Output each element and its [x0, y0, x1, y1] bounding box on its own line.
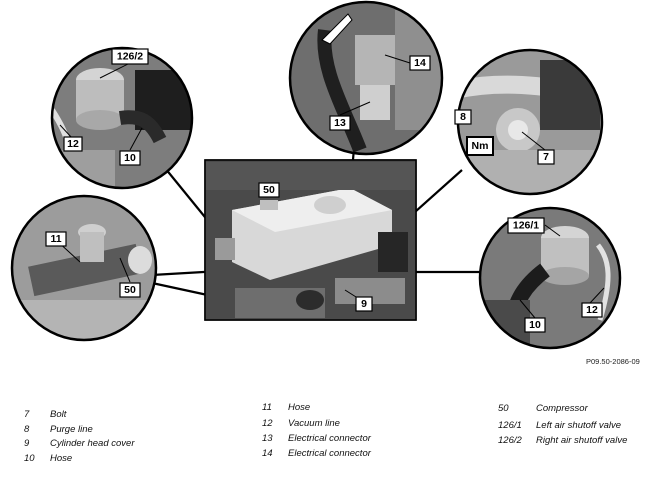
callout-126-1: 126/1	[507, 217, 561, 237]
svg-text:Nm: Nm	[472, 140, 489, 152]
callout-9: 9	[344, 289, 373, 312]
svg-text:10: 10	[124, 152, 136, 164]
svg-text:126/1: 126/1	[513, 220, 539, 232]
svg-text:126/2: 126/2	[117, 51, 143, 63]
callout-12-b: 12	[581, 287, 605, 318]
svg-text:12: 12	[67, 138, 79, 150]
callout-nm: Nm	[466, 136, 494, 156]
callout-126-2: 126/2	[99, 48, 149, 79]
callout-8: 8	[454, 109, 472, 125]
callout-11: 11	[45, 231, 81, 263]
svg-text:11: 11	[50, 233, 61, 245]
callout-50-b: 50	[119, 257, 141, 298]
svg-text:13: 13	[334, 117, 346, 129]
detail-circle-connectors	[288, 0, 444, 156]
svg-text:7: 7	[543, 151, 549, 163]
svg-text:50: 50	[124, 284, 136, 296]
callout-10-b: 10	[519, 299, 546, 333]
svg-text:12: 12	[586, 304, 598, 316]
detail-circle-right-air-valve	[50, 46, 194, 190]
engine-diagram: 126/2 12 10 14 13 8 Nm 7 50 11	[10, 0, 622, 350]
callout-12-a: 12	[59, 124, 83, 152]
reference-code: P09.50-2086-09	[586, 357, 640, 366]
callout-50-a: 50	[258, 182, 280, 198]
detail-circle-purge-line	[456, 48, 604, 196]
svg-text:10: 10	[529, 319, 541, 331]
detail-circle-hose	[10, 194, 158, 342]
engine-main-photo	[204, 159, 417, 321]
svg-text:8: 8	[460, 111, 466, 123]
svg-text:9: 9	[361, 298, 367, 310]
svg-text:50: 50	[263, 184, 275, 196]
svg-text:14: 14	[414, 57, 426, 69]
callout-13: 13	[329, 101, 371, 131]
callout-10-a: 10	[119, 127, 143, 166]
callout-14: 14	[384, 54, 431, 71]
callout-7: 7	[521, 131, 555, 165]
